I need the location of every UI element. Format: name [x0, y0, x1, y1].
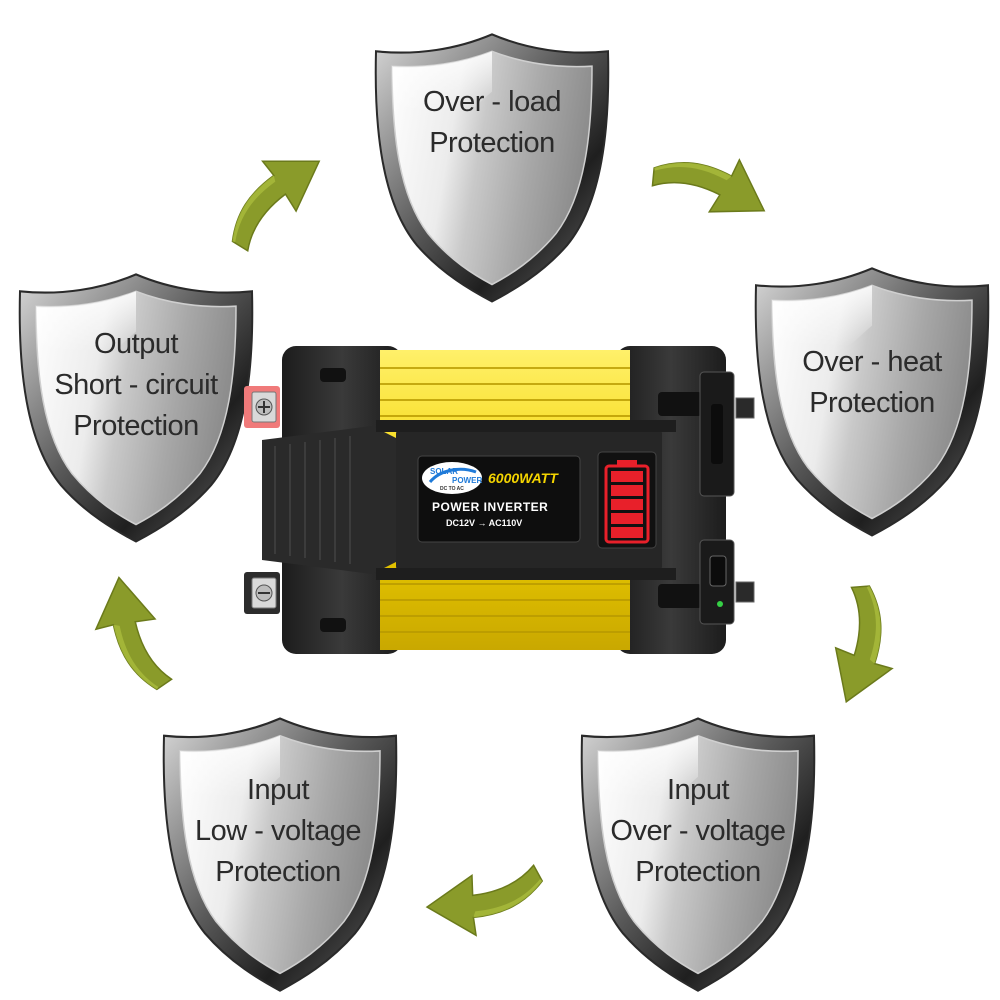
label-line: Output — [93, 328, 179, 360]
battery-full-icon — [597, 451, 657, 549]
logo-brand-line1: SOLAR — [430, 467, 458, 476]
label-line: Input — [247, 774, 310, 806]
power-switch — [699, 539, 755, 625]
label-line: Protection — [215, 856, 341, 888]
terminal-positive — [244, 386, 280, 428]
arrow-to-overheat — [644, 123, 781, 244]
logo-tagline: DC TO AC — [440, 486, 464, 492]
input-lowvoltage-protection-label: Input Low - voltage Protection — [178, 770, 378, 893]
label-line: Short - circuit — [54, 369, 218, 401]
input-overvoltage-protection-label: Input Over - voltage Protection — [598, 770, 798, 893]
label-line: Protection — [809, 387, 935, 419]
label-line: Over - heat — [802, 346, 942, 378]
wattage-label: 6000WATT — [488, 470, 558, 486]
arrow-to-overload — [204, 135, 341, 256]
logo-brand-line2: POWER — [452, 476, 483, 485]
power-inverter — [244, 346, 755, 654]
label-line: Protection — [429, 127, 555, 159]
label-line: Protection — [73, 410, 199, 442]
output-shortcircuit-protection-label: Output Short - circuit Protection — [36, 324, 236, 447]
arrow-to-input-overvoltage — [810, 579, 919, 714]
product-name-label: POWER INVERTER — [432, 500, 549, 514]
shield-overload — [374, 33, 610, 303]
label-line: Over - load — [423, 86, 561, 118]
arrow-to-input-lowvoltage — [424, 864, 545, 938]
terminal-negative — [244, 572, 280, 614]
overload-protection-label: Over - load Protection — [392, 82, 592, 164]
label-line: Input — [667, 774, 730, 806]
label-line: Low - voltage — [195, 815, 362, 847]
conversion-label: DC12V → AC110V — [446, 518, 523, 528]
arrow-to-output-shortcircuit — [88, 571, 174, 698]
ac-outlet — [699, 371, 755, 497]
label-line: Protection — [635, 856, 761, 888]
label-line: Over - voltage — [610, 815, 786, 847]
overheat-protection-label: Over - heat Protection — [772, 342, 972, 424]
